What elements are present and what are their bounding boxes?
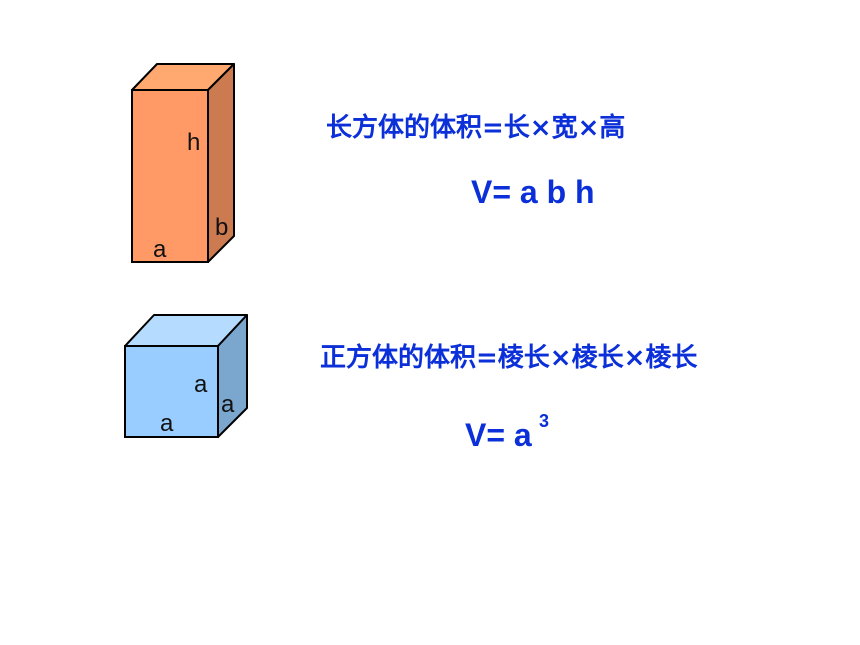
- cube-volume-exponent: 3: [539, 411, 550, 431]
- cube-edge-label-depth: a: [221, 391, 235, 418]
- cube-edge-label-front: a: [194, 371, 208, 398]
- cuboid-length-label: a: [153, 236, 167, 263]
- cuboid-width-label: b: [215, 214, 229, 241]
- cube-edge-label-bottom: a: [160, 410, 174, 437]
- cuboid-front-face: [131, 89, 209, 263]
- cube-volume-formula: V= a: [465, 417, 532, 453]
- cuboid-volume-formula: V= a b h: [471, 174, 595, 210]
- cube-front-face: [124, 345, 219, 438]
- cuboid-volume-rule: 长方体的体积=长×宽×高: [326, 113, 626, 143]
- cube-volume-rule: 正方体的体积=棱长×棱长×棱长: [320, 343, 698, 373]
- cuboid-height-label: h: [187, 129, 201, 156]
